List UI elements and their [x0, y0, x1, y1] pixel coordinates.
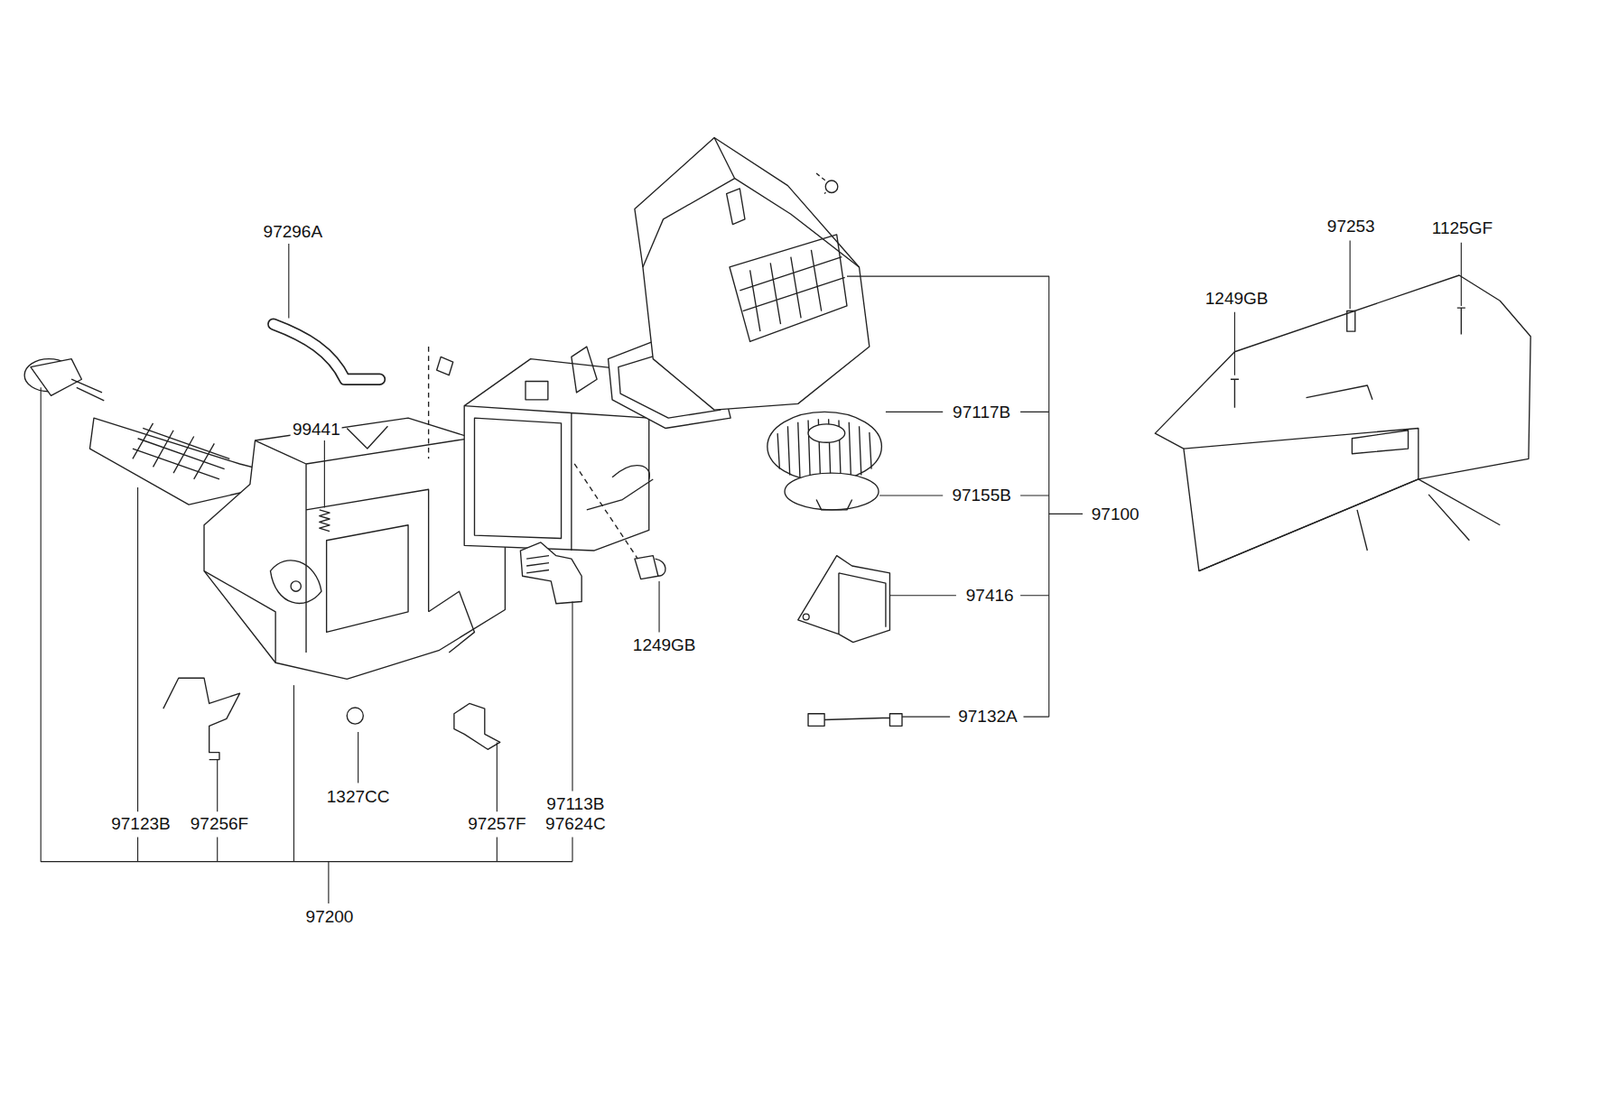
leader-lines [40, 241, 1461, 904]
actuator [163, 678, 241, 760]
dashboard [1154, 275, 1531, 572]
callout-number: 97253 [1325, 216, 1377, 236]
callout-number: 97100 [1089, 504, 1142, 524]
callout-number: 97155B [949, 486, 1014, 506]
callout-number: 1125GF [1430, 219, 1495, 239]
callout-number: 97113B [544, 794, 606, 814]
callout-number: 99441 [290, 419, 343, 439]
callout-number: 97416 [964, 586, 1016, 606]
blower-resistor [798, 556, 891, 643]
blower-case [634, 138, 870, 411]
callout-number: 97117B [950, 402, 1013, 422]
callout-number: 97257F [465, 815, 528, 835]
callout-number: 97296A [261, 222, 326, 242]
callout-number: 97624C [543, 815, 608, 835]
callout-number: 97132A [956, 707, 1020, 727]
callout-number: 1327CC [325, 787, 392, 807]
callout-number: 97200 [304, 908, 356, 928]
callout-number: 1249GB [1203, 289, 1271, 309]
heater-housing [204, 418, 505, 680]
blower-fan [767, 411, 883, 510]
actuator [520, 542, 582, 605]
cable [808, 714, 903, 727]
actuator [454, 703, 501, 750]
callout-number: 97256F [188, 815, 251, 835]
spring [319, 510, 330, 532]
heater-core [24, 359, 268, 506]
callout-number: 97123B [109, 815, 173, 835]
callout-number: 1249GB [631, 636, 698, 656]
